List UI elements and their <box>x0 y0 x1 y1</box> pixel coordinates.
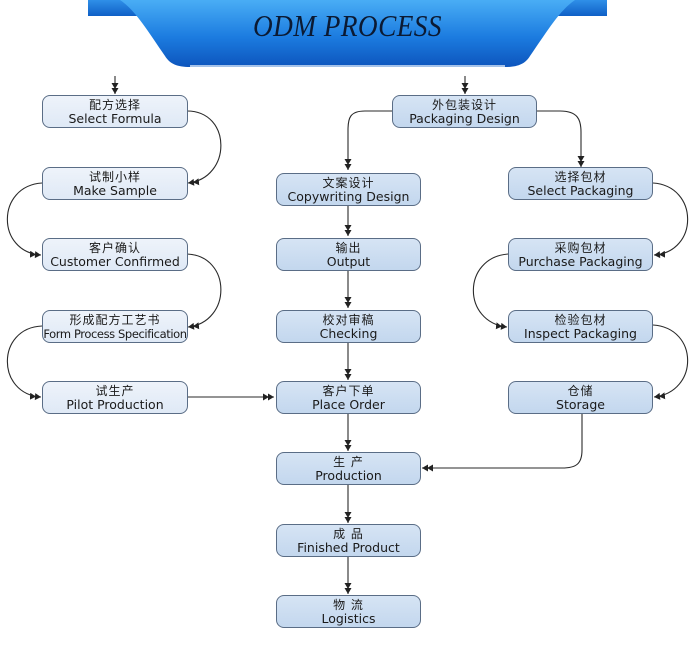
node-place-order[interactable]: 客户下单 Place Order <box>276 381 421 414</box>
node-label-en: Storage <box>556 396 605 412</box>
node-label-zh: 形成配方工艺书 <box>69 312 161 327</box>
node-label-en: Customer Confirmed <box>50 253 180 269</box>
node-label-en: Purchase Packaging <box>518 253 643 269</box>
node-label-zh: 仓储 <box>567 383 594 398</box>
page-title: ODM PROCESS <box>253 8 442 43</box>
node-label-en: Logistics <box>321 610 376 626</box>
node-label-en: Form Process Specification <box>43 326 187 341</box>
node-label-zh: 成 品 <box>333 526 364 541</box>
node-label-en: Place Order <box>312 396 385 412</box>
node-label-zh: 物 流 <box>333 597 364 612</box>
node-form-process-specification[interactable]: 形成配方工艺书 Form Process Specification <box>42 310 188 343</box>
node-packaging-design[interactable]: 外包装设计 Packaging Design <box>392 95 537 128</box>
node-label-en: Checking <box>319 325 378 341</box>
node-logistics[interactable]: 物 流 Logistics <box>276 595 421 628</box>
node-label-zh: 配方选择 <box>88 97 141 112</box>
edge-packaging-design-select-packaging <box>537 110 585 167</box>
node-finished-product[interactable]: 成 品 Finished Product <box>276 524 421 557</box>
edge-packaging-design-copywriting <box>344 110 392 170</box>
edge-select-packaging-purchase-packaging <box>652 182 689 259</box>
node-label-en: Make Sample <box>73 182 157 198</box>
node-purchase-packaging[interactable]: 采购包材 Purchase Packaging <box>508 238 653 271</box>
node-label-zh: 检验包材 <box>554 312 607 327</box>
node-label-en: Output <box>326 253 371 269</box>
node-label-zh: 试制小样 <box>88 169 141 184</box>
node-label-en: Packaging Design <box>409 110 520 126</box>
node-label-zh: 客户确认 <box>88 240 141 255</box>
node-label-en: Pilot Production <box>66 396 164 412</box>
title-banner <box>88 0 607 67</box>
node-inspect-packaging[interactable]: 检验包材 Inspect Packaging <box>508 310 653 343</box>
edge-storage-production <box>422 414 583 472</box>
edge-inspect-packaging-storage <box>652 324 689 400</box>
node-checking[interactable]: 校对审稿 Checking <box>276 310 421 343</box>
banner-body <box>120 0 575 67</box>
edge-make-sample-customer-confirmed <box>6 182 43 259</box>
node-label-zh: 文案设计 <box>322 175 375 190</box>
node-output[interactable]: 输出 Output <box>276 238 421 271</box>
edge-purchase-packaging-inspect-packaging <box>472 253 509 330</box>
node-label-en: Select Formula <box>68 110 162 126</box>
node-label-zh: 选择包材 <box>554 169 607 184</box>
node-storage[interactable]: 仓储 Storage <box>508 381 653 414</box>
node-customer-confirmed[interactable]: 客户确认 Customer Confirmed <box>42 238 188 271</box>
node-label-zh: 输出 <box>335 240 362 255</box>
node-label-en: Inspect Packaging <box>524 325 637 341</box>
edge-form-process-pilot-production <box>6 325 43 401</box>
node-production[interactable]: 生 产 Production <box>276 452 421 485</box>
node-label-en: Copywriting Design <box>287 188 410 204</box>
node-select-packaging[interactable]: 选择包材 Select Packaging <box>508 167 653 200</box>
node-label-en: Production <box>315 467 382 483</box>
node-pilot-production[interactable]: 试生产 Pilot Production <box>42 381 188 414</box>
node-label-en: Select Packaging <box>527 182 634 198</box>
edge-select-formula-make-sample <box>186 110 222 186</box>
node-label-en: Finished Product <box>297 539 400 555</box>
node-select-formula[interactable]: 配方选择 Select Formula <box>42 95 188 128</box>
node-label-zh: 采购包材 <box>554 240 607 255</box>
node-label-zh: 外包装设计 <box>431 97 497 112</box>
node-label-zh: 客户下单 <box>322 383 375 398</box>
node-label-zh: 试生产 <box>95 383 135 398</box>
node-label-zh: 生 产 <box>333 454 364 469</box>
node-copywriting-design[interactable]: 文案设计 Copywriting Design <box>276 173 421 206</box>
edge-customer-confirmed-form-process <box>186 253 222 330</box>
node-make-sample[interactable]: 试制小样 Make Sample <box>42 167 188 200</box>
node-label-zh: 校对审稿 <box>322 312 375 327</box>
